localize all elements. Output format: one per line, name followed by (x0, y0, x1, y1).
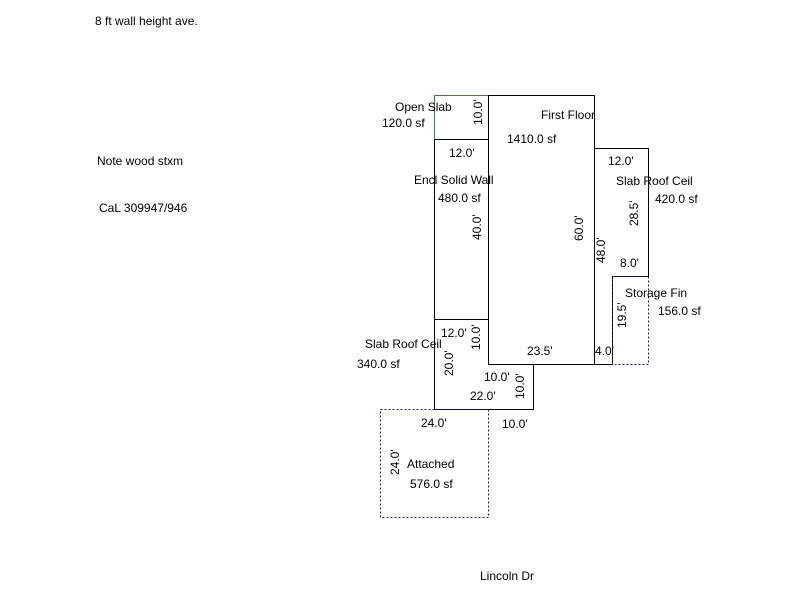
storage-name: Storage Fin (625, 286, 687, 300)
dim-ff-bottom-right: 4.0' (595, 344, 614, 358)
dim-srl-top: 12.0' (441, 326, 467, 340)
dim-srl-step: 10.0' (484, 370, 510, 384)
slab-roof-right-area: 420.0 sf (655, 192, 698, 206)
wall-height-note: 8 ft wall height ave. (95, 14, 198, 28)
dim-encl-top: 12.0' (449, 146, 475, 160)
dim-open-slab-h: 10.0' (471, 99, 485, 125)
street-label: Lincoln Dr (480, 569, 535, 583)
dim-ff-bottom: 23.5' (527, 344, 553, 358)
encl-wall-area: 480.0 sf (438, 191, 481, 205)
dim-att-top: 24.0' (421, 416, 447, 430)
slab-roof-right-name: Slab Roof Ceil (616, 174, 693, 188)
attached-name: Attached (407, 457, 454, 471)
dim-srl-step-h: 10.0' (513, 373, 527, 399)
dim-att-top-right: 10.0' (502, 417, 528, 431)
dim-storage-h: 19.5' (615, 302, 629, 328)
storage-area: 156.0 sf (658, 304, 701, 318)
dim-ff-right-h: 48.0' (594, 237, 608, 263)
storage-outline (612, 276, 649, 365)
dim-srr-h: 28.5' (627, 200, 641, 226)
wood-note: Note wood stxm (97, 154, 184, 168)
encl-wall-name: Encl Solid Wall (414, 173, 494, 187)
first-floor-name: First Floor (541, 108, 595, 122)
attached-outline (380, 409, 489, 518)
dim-srl-inner-h: 10.0' (469, 324, 483, 350)
dim-encl-h: 40.0' (470, 214, 484, 240)
dim-srr-bottom: 8.0' (620, 256, 639, 270)
dim-att-h: 24.0' (388, 449, 402, 475)
first-floor-area: 1410.0 sf (507, 132, 557, 146)
slab-roof-left-name: Slab Roof Ceil (365, 337, 442, 351)
open-slab-area: 120.0 sf (382, 116, 425, 130)
cal-note: CaL 309947/946 (99, 201, 188, 215)
dim-srr-top: 12.0' (608, 154, 634, 168)
dim-srl-bottom: 22.0' (470, 389, 496, 403)
slab-roof-left-area: 340.0 sf (357, 357, 400, 371)
dim-ff-h: 60.0' (572, 215, 586, 241)
attached-area: 576.0 sf (410, 477, 453, 491)
dim-srl-h: 20.0' (442, 350, 456, 376)
open-slab-name: Open Slab (395, 100, 452, 114)
